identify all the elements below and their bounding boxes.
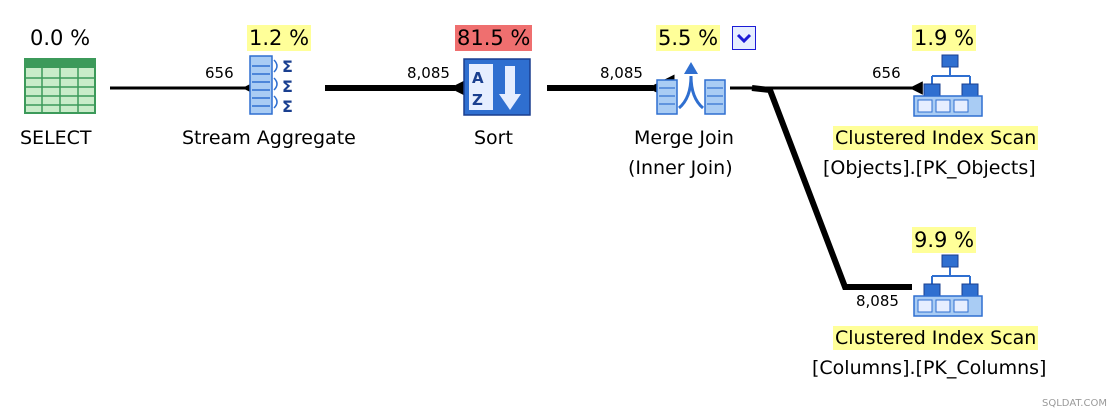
stream-aggregate-label: Stream Aggregate: [182, 127, 356, 149]
select-cost-percent: 0.0 %: [30, 26, 91, 50]
sigma-aggregate-icon[interactable]: Σ Σ Σ: [246, 52, 310, 118]
scan-objects-sublabel: [Objects].[PK_Objects]: [823, 157, 1036, 179]
svg-text:Σ: Σ: [282, 97, 293, 116]
row-count-agg-to-select: 656: [205, 64, 234, 82]
arrow-columns-to-join: [751, 85, 912, 290]
svg-text:A: A: [472, 69, 484, 87]
svg-text:Z: Z: [472, 91, 483, 109]
scan-objects-cost-percent: 1.9 %: [912, 25, 977, 51]
scan-objects-label: Clustered Index Scan: [833, 126, 1039, 150]
row-count-sort-to-agg: 8,085: [407, 64, 450, 82]
merge-join-label: Merge Join: [634, 127, 734, 149]
expand-dropdown-button[interactable]: [732, 26, 756, 50]
svg-text:Σ: Σ: [282, 57, 293, 76]
clustered-index-scan-icon[interactable]: [912, 52, 984, 118]
row-count-objects-to-join: 656: [872, 64, 901, 82]
sort-cost-percent: 81.5 %: [455, 25, 533, 51]
grid-table-icon[interactable]: [24, 58, 96, 114]
clustered-index-scan-icon[interactable]: [912, 252, 984, 318]
svg-text:Σ: Σ: [282, 77, 293, 96]
merge-join-icon[interactable]: [655, 58, 727, 118]
watermark: SQLDAT.COM: [1042, 398, 1107, 409]
scan-columns-label: Clustered Index Scan: [833, 326, 1039, 350]
row-count-columns-to-join: 8,085: [856, 292, 899, 310]
row-count-join-to-sort: 8,085: [600, 64, 643, 82]
az-sort-icon[interactable]: A Z: [463, 58, 531, 116]
stream-aggregate-cost-percent: 1.2 %: [247, 25, 312, 51]
chevron-down-icon: [736, 33, 752, 44]
scan-columns-sublabel: [Columns].[PK_Columns]: [812, 357, 1047, 379]
scan-columns-cost-percent: 9.9 %: [912, 227, 977, 253]
sort-label: Sort: [474, 127, 513, 149]
merge-join-sublabel: (Inner Join): [628, 157, 733, 179]
merge-join-cost-percent: 5.5 %: [656, 25, 721, 51]
select-label: SELECT: [20, 127, 92, 149]
